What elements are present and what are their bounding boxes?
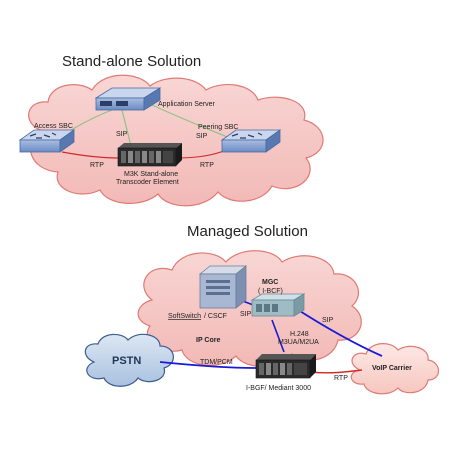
h248-label-line2: M3UA/M2UA xyxy=(278,339,319,346)
standalone-title: Stand-alone Solution xyxy=(62,53,201,70)
link-access-to-transcoder xyxy=(61,151,119,159)
mediant-label: I-BGF/ Mediant 3000 xyxy=(246,385,311,392)
softswitch-label: SoftSwitch xyxy=(168,313,201,320)
application-server-label: Application Server xyxy=(158,101,215,108)
ip-core-cloud xyxy=(137,250,362,367)
peering-sbc-router-icon xyxy=(220,129,282,153)
pstn-label: PSTN xyxy=(112,355,141,367)
peering-sbc-label: Peering SBC xyxy=(198,124,238,131)
voip-carrier-label: VoIP Carrier xyxy=(372,365,412,372)
managed-title: Managed Solution xyxy=(187,223,308,240)
standalone-rtp-left-label: RTP xyxy=(90,162,104,169)
standalone-rtp-right-label: RTP xyxy=(200,162,214,169)
transcoder-label-line1: M3K Stand-alone xyxy=(124,171,178,178)
cscf-label: / CSCF xyxy=(204,313,227,320)
softswitch-server-icon xyxy=(198,265,248,309)
link-pstn-to-mediant-tdm xyxy=(159,361,257,369)
managed-sip-left-label: SIP xyxy=(240,311,252,318)
mediant-chassis-icon xyxy=(255,354,316,379)
pstn-cloud xyxy=(84,333,174,387)
access-sbc-label: Access SBC xyxy=(34,123,73,130)
mgc-label-line2: ( I-BCF) xyxy=(258,288,283,295)
ip-core-label: IP Core xyxy=(196,337,220,344)
transcoder-label-line2: Transcoder Element xyxy=(116,179,179,186)
link-appserver-to-peering xyxy=(149,103,231,139)
mgc-label-line1: MGC xyxy=(262,279,278,286)
voip-carrier-cloud xyxy=(350,343,440,395)
tdm-pcm-label: TDM/PCM xyxy=(200,359,233,366)
standalone-sip-left-label: SIP xyxy=(116,131,128,138)
application-server-icon xyxy=(94,87,162,111)
access-sbc-router-icon xyxy=(18,129,76,153)
mgc-device-icon xyxy=(250,293,306,317)
link-mgc-to-mediant-h248 xyxy=(271,319,285,353)
transcoder-chassis-icon xyxy=(117,143,182,167)
peering-sip-label: SIP xyxy=(196,133,208,140)
h248-label-line1: H.248 xyxy=(290,331,309,338)
managed-rtp-label: RTP xyxy=(334,375,348,382)
managed-sip-right-label: SIP xyxy=(322,317,334,324)
